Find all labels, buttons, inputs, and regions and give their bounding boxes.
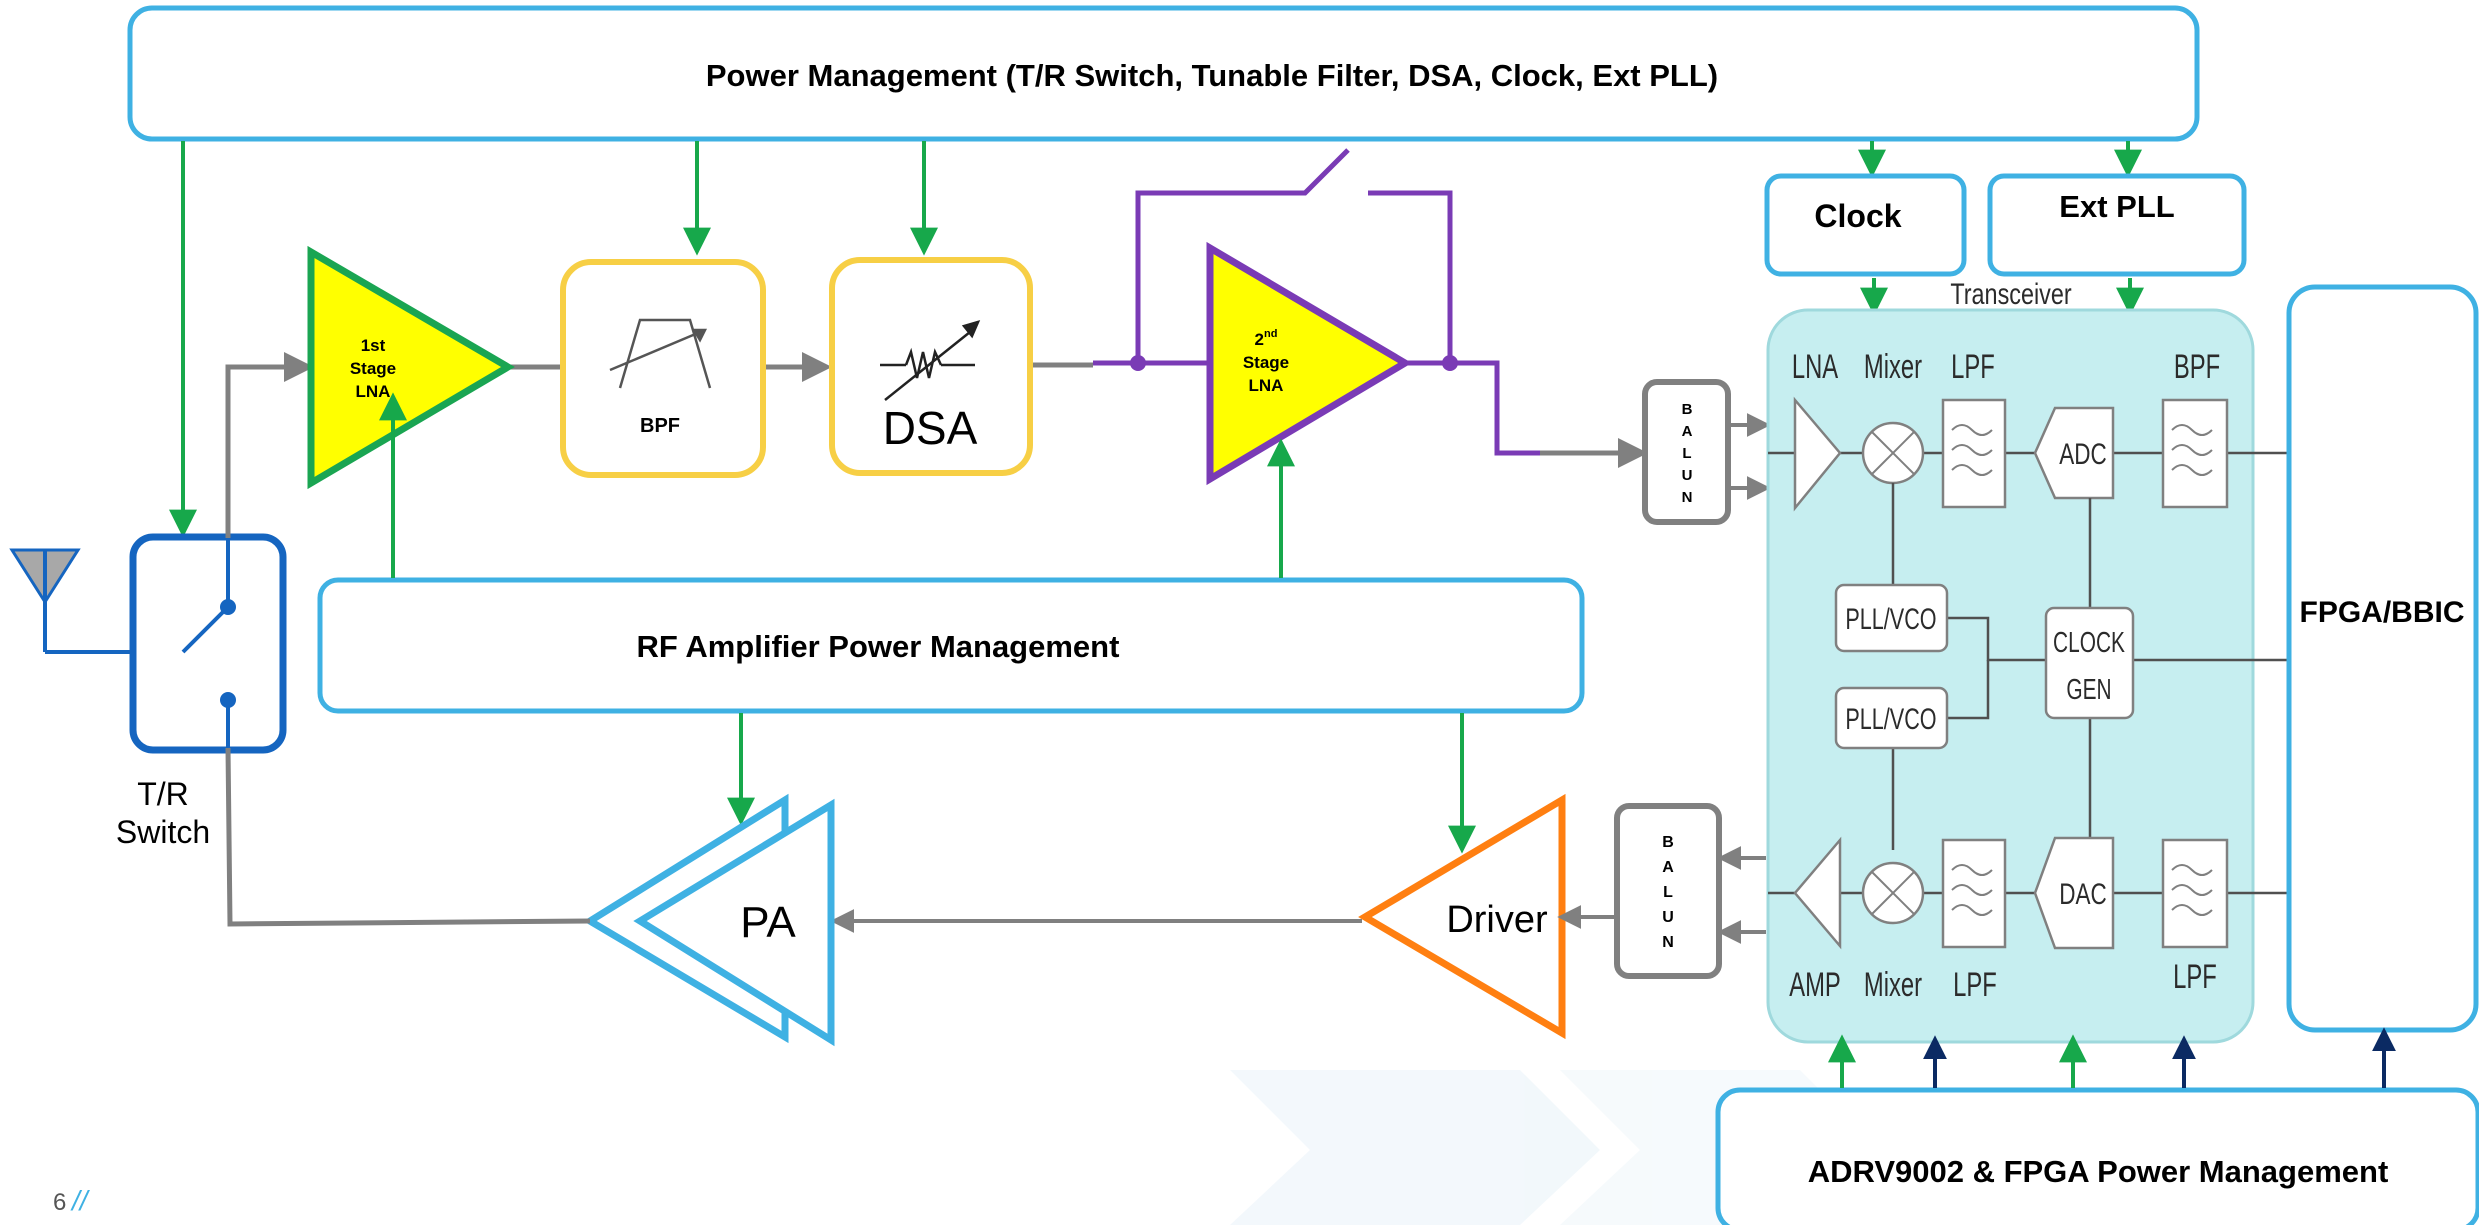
fpga-bbic-label: FPGA/BBIC [2300,596,2465,629]
tr-switch-label-2: Switch [116,814,210,850]
adc-symbol [2033,406,2115,500]
rx-balun: B A L U N [1642,379,1731,525]
footer-slash-mark: // [70,1185,91,1216]
tx-balun-letter-a: A [1662,859,1674,876]
clock-box: Clock [1764,173,1967,277]
ext-pll-label: Ext PLL [2059,189,2174,224]
rx-lna-symbol [1793,396,1842,512]
dsa-label: DSA [883,402,978,454]
top-power-arrows [169,141,2144,538]
rx-balun-letter-b: B [1682,401,1693,418]
tx-balun-inputs [1717,846,1766,944]
bypass-node-left [1130,355,1146,371]
adrv-fpga-power-label: ADRV9002 & FPGA Power Management [1808,1154,2389,1189]
power-management-top-label: Power Management (T/R Switch, Tunable Fi… [706,58,1718,93]
tx-balun-letter-b: B [1662,834,1674,851]
lna1-label-1: 1st [361,336,386,355]
attenuator-icon [880,320,981,401]
fpga-bbic-box: FPGA/BBIC [2286,284,2479,1033]
tx-amp-label: AMP [1789,966,1841,1004]
transceiver-title: Transceiver [1950,277,2071,310]
adrv-fpga-power-box: ADRV9002 & FPGA Power Management [1715,1087,2479,1225]
tx-lpf2-label: LPF [2173,958,2217,996]
pll-vco-2-label: PLL/VCO [1845,701,1936,735]
driver-label: Driver [1446,899,1548,941]
dac-symbol [2033,836,2115,950]
rf-amplifier-power-label: RF Amplifier Power Management [637,629,1120,664]
bpf-label: BPF [640,415,680,437]
lna1-label-3: LNA [356,382,391,401]
rx-bpf-symbol [2161,398,2229,509]
rx-balun-outputs [1730,413,1771,500]
rf-amplifier-power-box: RF Amplifier Power Management [317,577,1585,714]
transceiver-internal-lines [1891,483,2253,850]
bypass-node-right [1442,355,1458,371]
clock-gen-label-2: GEN [2066,674,2111,706]
clock-gen-label-1: CLOCK [2053,627,2125,659]
tr-switch-label-1: T/R [137,776,189,812]
pll-vco-1-label: PLL/VCO [1845,601,1936,635]
lna1-label-2: Stage [350,359,396,378]
rx-bpf-label: BPF [2174,348,2220,386]
rf-power-arrows [379,392,1476,854]
ext-pll-box: Ext PLL [1987,173,2247,277]
dac-label: DAC [2059,877,2106,911]
rx-lpf-symbol [1941,398,2007,509]
clock-label: Clock [1814,198,1901,234]
pll-vco-1: PLL/VCO [1834,583,1949,653]
tx-balun: B A L U N [1614,803,1722,979]
dsa-block: DSA [829,257,1033,476]
second-stage-lna: 2nd Stage LNA [1206,241,1412,486]
rx-lpf-label: LPF [1951,348,1995,386]
lna2-label-1: 2nd [1255,328,1278,349]
rx-mixer-symbol [1861,421,1925,485]
first-stage-lna: 1st Stage LNA [307,245,515,490]
lna2-label-3: LNA [1249,376,1284,395]
rx-balun-letter-a: A [1682,423,1693,440]
pll-vco-2: PLL/VCO [1834,686,1949,750]
transceiver: Transceiver LNA Mixer LPF BPF ADC [1766,277,2255,1044]
rx-signal-lines [225,352,1648,538]
pa-label: PA [740,898,796,947]
tx-lpf-symbol-2 [2161,838,2229,949]
transceiver-fpga-links [2253,451,2289,895]
tx-mixer-symbol [1861,861,1925,925]
tx-balun-letter-u: U [1662,909,1674,926]
rx-mixer-label: Mixer [1864,348,1922,386]
tx-balun-letter-l: L [1663,884,1673,901]
power-management-top-box: Power Management (T/R Switch, Tunable Fi… [127,5,2200,142]
tx-lpf-symbol-1 [1941,838,2007,949]
pa-to-switch-line [225,747,591,927]
rx-balun-letter-u: U [1682,467,1693,484]
tx-lpf-label: LPF [1953,966,1997,1004]
rx-lna-label: LNA [1792,348,1839,386]
lna2-label-2: Stage [1243,353,1289,372]
tx-mixer-label: Mixer [1864,966,1922,1004]
tunable-filter-icon [609,318,712,389]
bottom-power-arrows [1828,1027,2396,1088]
tx-amp-symbol [1793,836,1842,950]
tr-switch [129,533,287,754]
rx-balun-letter-l: L [1682,445,1691,462]
adc-label: ADC [2059,437,2106,471]
power-amplifier: PA [583,793,835,1047]
rx-balun-letter-n: N [1682,489,1693,506]
page-number: 6 [53,1189,66,1216]
tx-balun-letter-n: N [1662,934,1674,951]
clock-gen: CLOCK GEN [2044,606,2135,720]
bpf-block: BPF [560,259,766,478]
